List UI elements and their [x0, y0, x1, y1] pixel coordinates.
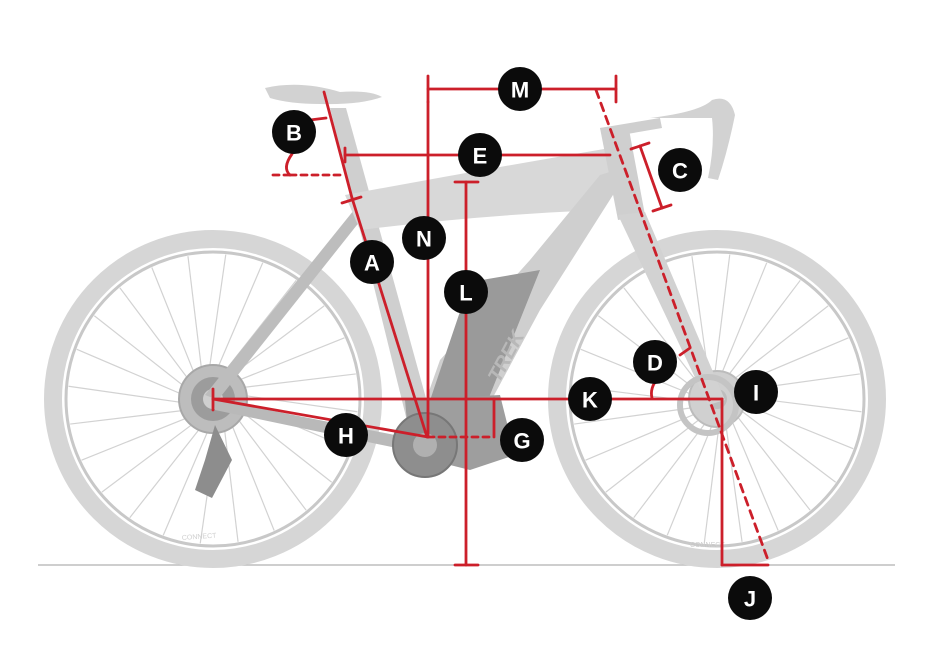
- wheel-spoke: [151, 267, 200, 386]
- wheel-spoke: [585, 408, 708, 461]
- wheel-spoke: [93, 315, 195, 395]
- badge-J: J: [728, 576, 772, 620]
- label-D: D: [647, 351, 663, 376]
- badge-B: B: [272, 110, 316, 154]
- label-N: N: [416, 227, 432, 252]
- handlebar: [650, 98, 735, 180]
- wheel-spoke: [70, 408, 196, 425]
- measure-line-A: [350, 196, 429, 439]
- wheel-spoke: [231, 403, 333, 483]
- wheel-spoke: [119, 287, 197, 390]
- badge-N: N: [402, 216, 446, 260]
- wheel-spoke: [187, 256, 204, 382]
- badge-C: C: [658, 148, 702, 192]
- wheel-spoke: [720, 279, 801, 386]
- badge-L: L: [444, 270, 488, 314]
- wheel-spoke: [623, 287, 706, 393]
- measure-arc-D: [678, 346, 692, 357]
- wheel-spoke: [723, 305, 829, 388]
- wheel-spoke: [605, 410, 711, 493]
- wheel-spoke: [81, 412, 200, 461]
- stem: [600, 118, 662, 138]
- front-disc-rotor: [677, 374, 739, 436]
- wheel-spoke: [232, 393, 358, 413]
- wheel-spoke: [226, 337, 345, 386]
- label-M: M: [511, 78, 529, 103]
- label-B: B: [286, 121, 302, 146]
- top-tube: [345, 148, 630, 230]
- fork: [618, 212, 725, 405]
- label-C: C: [672, 159, 688, 184]
- measure-line-B-post: [322, 90, 354, 200]
- wheel-spoke: [222, 416, 239, 542]
- wheel-spoke: [76, 348, 194, 400]
- measure-line-C: [638, 144, 664, 210]
- measure-tick-C-bottom: [651, 203, 673, 213]
- measure-arc-B: [285, 152, 294, 177]
- badge-D: D: [633, 340, 677, 384]
- wheel-spoke: [129, 417, 209, 519]
- badge-A: A: [350, 240, 394, 284]
- tire-sidewall-text-front: CONNECT: [690, 542, 725, 549]
- label-L: L: [459, 281, 472, 306]
- wheel-spoke: [162, 418, 214, 536]
- label-I: I: [753, 381, 759, 406]
- badge-I: I: [734, 370, 778, 414]
- measure-arc-D2: [650, 380, 657, 400]
- wheel-spoke: [212, 262, 264, 380]
- wheel-spoke: [230, 373, 356, 390]
- badge-G: G: [500, 418, 544, 462]
- wheel-spoke: [728, 405, 811, 511]
- seatstay: [205, 200, 372, 400]
- label-E: E: [473, 144, 488, 169]
- wheel-spoke: [730, 402, 837, 483]
- tire-sidewall-text-rear: CONNECT: [182, 533, 218, 542]
- badge-E: E: [458, 133, 502, 177]
- wheel-spoke: [723, 411, 743, 542]
- label-A: A: [364, 251, 380, 276]
- wheel-spoke: [716, 262, 768, 386]
- label-G: G: [513, 429, 530, 454]
- badge-M: M: [498, 67, 542, 111]
- measure-tick-C-top: [629, 141, 651, 151]
- wheel-spoke: [726, 408, 779, 531]
- chainstay: [213, 399, 430, 455]
- wheel-spoke: [229, 408, 307, 511]
- label-badges: M B E C N A L D I K H G J: [272, 67, 778, 620]
- wheel-spoke: [226, 412, 275, 531]
- badge-K: K: [568, 377, 612, 421]
- badge-H: H: [324, 413, 368, 457]
- measure-line-H: [211, 397, 430, 439]
- label-J: J: [744, 587, 756, 612]
- steering-axis: [594, 88, 770, 562]
- wheel-spoke: [633, 412, 714, 519]
- wheel-spoke: [68, 385, 194, 405]
- wheel-spoke: [207, 254, 227, 380]
- rear-derailleur: [195, 425, 232, 498]
- battery-section: [420, 270, 540, 430]
- measure-tick-A: [340, 195, 363, 205]
- label-K: K: [582, 388, 598, 413]
- label-H: H: [338, 424, 354, 449]
- wheel-spoke: [712, 254, 731, 386]
- wheel-spoke: [101, 415, 204, 493]
